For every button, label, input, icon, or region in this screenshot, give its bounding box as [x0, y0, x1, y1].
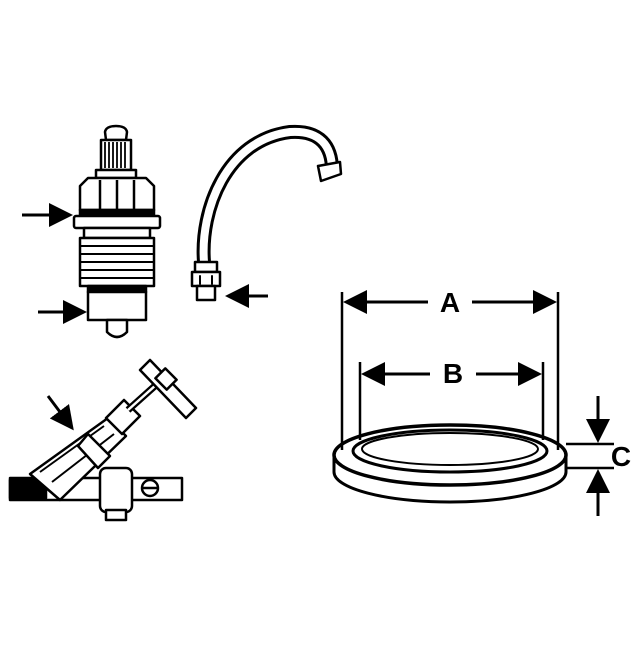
cartridge-neck — [82, 226, 152, 240]
gasket-ring — [332, 423, 568, 504]
spout-tube-fill — [199, 127, 336, 266]
spout-nut — [190, 270, 222, 288]
valve-union-nut — [98, 466, 134, 514]
cartridge-lower-body — [86, 290, 148, 322]
spout-tip — [316, 160, 343, 183]
valve-bonnet-nut — [76, 432, 112, 470]
valve-union-base — [104, 508, 128, 522]
dimension-a-label: A — [440, 287, 460, 318]
spout-connector-bottom — [195, 284, 217, 302]
dimension-c-label: C — [611, 441, 631, 472]
valve-handle-hub — [154, 367, 178, 391]
angle-valve — [8, 358, 198, 522]
dimension-c — [566, 396, 614, 516]
valve-pipe-shading — [8, 478, 48, 500]
cartridge-tip — [105, 318, 129, 339]
cartridge-valve — [72, 124, 162, 339]
cartridge-flange — [72, 214, 162, 230]
pointer-arrow-valve — [46, 395, 74, 431]
gasket-inner-lip — [361, 432, 539, 466]
dimension-b-label: B — [443, 358, 463, 389]
dimension-b — [358, 362, 545, 440]
spout-connector-top — [193, 260, 219, 274]
spout-tube-outline — [196, 124, 339, 269]
spout — [190, 124, 343, 302]
dimension-a — [340, 290, 560, 450]
cartridge-knob — [103, 124, 129, 142]
